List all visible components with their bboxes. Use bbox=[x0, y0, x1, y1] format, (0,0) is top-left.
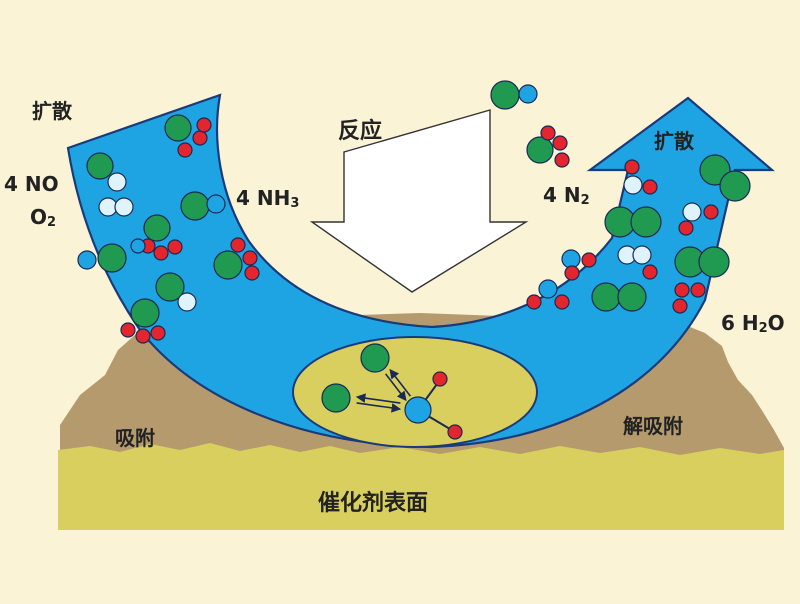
atom bbox=[114, 197, 134, 217]
flow-arrow bbox=[66, 93, 775, 449]
atom bbox=[698, 246, 730, 278]
atom bbox=[244, 265, 260, 281]
atom bbox=[97, 243, 127, 273]
reaction-arrow-line bbox=[355, 393, 401, 404]
atom bbox=[554, 152, 570, 168]
atom bbox=[678, 220, 694, 236]
atom bbox=[447, 424, 463, 440]
atom bbox=[143, 214, 171, 242]
atom bbox=[518, 84, 538, 104]
atom bbox=[213, 250, 243, 280]
atom bbox=[642, 264, 658, 280]
atom bbox=[538, 279, 558, 299]
atom bbox=[120, 322, 136, 338]
atom bbox=[86, 152, 114, 180]
atom bbox=[703, 204, 719, 220]
label-desorption: 解吸附 bbox=[623, 414, 683, 438]
atom bbox=[561, 249, 581, 269]
atom bbox=[719, 170, 751, 202]
atom bbox=[617, 282, 647, 312]
atom bbox=[630, 206, 662, 238]
atom bbox=[564, 265, 580, 281]
atom bbox=[552, 135, 568, 151]
catalyst-base-layer bbox=[58, 443, 784, 530]
atom bbox=[526, 294, 542, 310]
atom bbox=[230, 237, 246, 253]
atom bbox=[167, 239, 183, 255]
atom bbox=[581, 252, 597, 268]
atom bbox=[206, 194, 226, 214]
atom bbox=[682, 202, 702, 222]
label-diffusion-left: 扩散 bbox=[32, 99, 72, 123]
atom bbox=[180, 191, 210, 221]
label-product-n2: 4 N2 bbox=[543, 183, 590, 208]
label-reactant-o2: O2 bbox=[30, 205, 57, 230]
atom bbox=[177, 142, 193, 158]
atom bbox=[192, 130, 208, 146]
atom bbox=[177, 292, 197, 312]
atom bbox=[242, 250, 258, 266]
atom bbox=[98, 197, 118, 217]
atom bbox=[107, 172, 127, 192]
atom bbox=[642, 179, 658, 195]
atom bbox=[196, 117, 212, 133]
reaction-arrow-line bbox=[389, 368, 412, 397]
atom bbox=[674, 282, 690, 298]
atom bbox=[130, 298, 160, 328]
atom bbox=[540, 125, 556, 141]
atom bbox=[690, 282, 706, 298]
atom bbox=[155, 272, 185, 302]
atom bbox=[632, 245, 652, 265]
atom bbox=[360, 343, 390, 373]
label-diffusion-right: 扩散 bbox=[654, 129, 694, 153]
atom bbox=[153, 245, 169, 261]
atom bbox=[526, 136, 554, 164]
atom bbox=[130, 238, 146, 254]
atom bbox=[490, 80, 520, 110]
reaction-zone bbox=[292, 336, 538, 448]
label-product-h2o: 6 H2O bbox=[721, 311, 785, 336]
atom bbox=[404, 396, 432, 424]
reaction-arrow bbox=[309, 109, 529, 293]
atom bbox=[624, 159, 640, 175]
atom bbox=[591, 282, 621, 312]
atom bbox=[77, 250, 97, 270]
label-reactant-nh3: 4 NH3 bbox=[236, 186, 300, 211]
atom bbox=[135, 328, 151, 344]
label-catalyst-surface: 催化剂表面 bbox=[318, 491, 429, 516]
atom bbox=[623, 175, 643, 195]
atom bbox=[432, 371, 448, 387]
atom bbox=[554, 294, 570, 310]
atom bbox=[321, 383, 351, 413]
atom bbox=[164, 114, 192, 142]
label-adsorption: 吸附 bbox=[115, 426, 155, 450]
label-reactant-no: 4 NO bbox=[4, 172, 59, 196]
reaction-arrow-line bbox=[356, 402, 402, 413]
reaction-arrow-line bbox=[384, 373, 407, 402]
label-reaction: 反应 bbox=[338, 119, 383, 144]
atom bbox=[672, 298, 688, 314]
atom bbox=[150, 325, 166, 341]
